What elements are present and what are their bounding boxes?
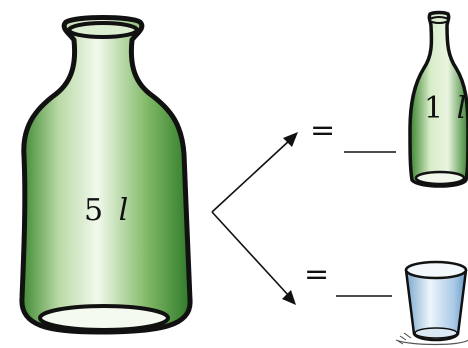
arrow-upper-head: [283, 132, 298, 147]
large-bottle-neck-ring: [67, 21, 139, 39]
drinking-glass: [395, 260, 468, 346]
small-bottle-unit: l: [457, 91, 467, 126]
arrows: [211, 132, 298, 305]
small-bottle: 1 l: [408, 10, 468, 188]
equals-sign-lower: =: [304, 257, 329, 292]
small-bottle-body: [408, 10, 468, 188]
equals-sign-upper: =: [310, 113, 335, 148]
arrow-lower: [211, 211, 290, 297]
glass-bottom: [414, 327, 458, 339]
glass-shadow: [395, 339, 468, 346]
arrow-lower-head: [282, 290, 296, 305]
small-bottle-neck-ring: [429, 16, 449, 24]
large-bottle: 5 l: [19, 15, 193, 335]
small-bottle-label: 1 l: [424, 91, 466, 126]
arrow-upper: [211, 139, 291, 213]
small-bottle-base: [414, 170, 466, 186]
glass-rim: [404, 260, 468, 280]
large-bottle-label: 5 l: [84, 193, 128, 228]
upper-row: =: [310, 113, 396, 153]
glass-body: [404, 268, 468, 342]
large-bottle-amount: 5: [84, 193, 103, 228]
small-bottle-amount: 1: [424, 91, 443, 126]
lower-row: =: [304, 257, 392, 297]
large-bottle-unit: l: [119, 193, 129, 228]
glass-shadow-hatch: [397, 332, 412, 345]
large-bottle-base: [38, 304, 170, 332]
large-bottle-body: [19, 15, 193, 335]
